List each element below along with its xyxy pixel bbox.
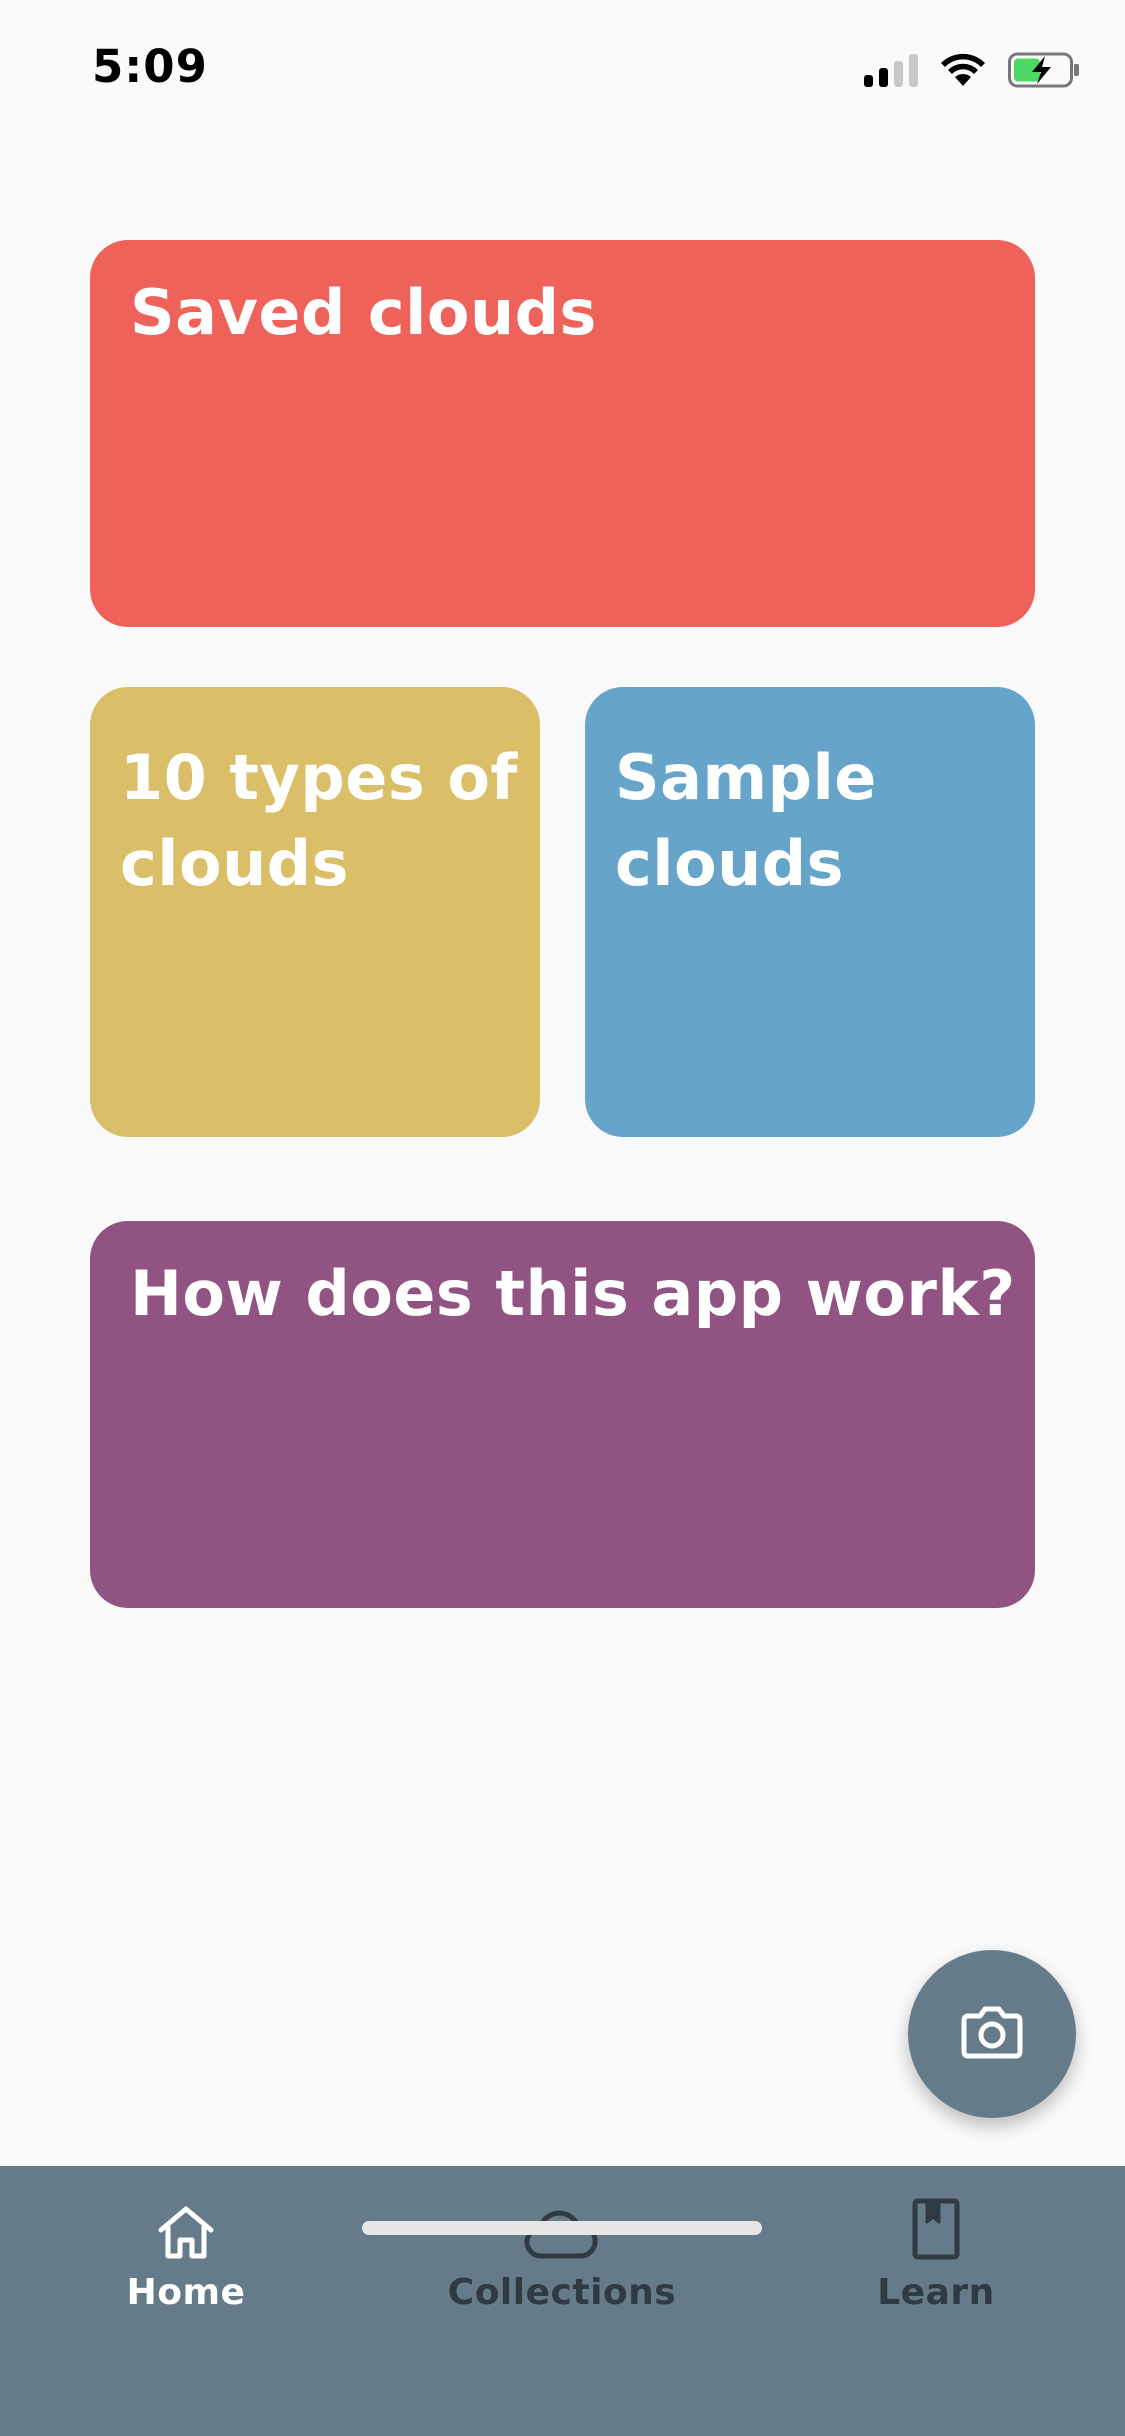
cellular-signal-icon — [864, 53, 918, 87]
sample-clouds-card[interactable]: Sample clouds — [585, 687, 1035, 1137]
sample-clouds-title-line2: clouds — [615, 827, 845, 900]
nav-item-home[interactable]: Home — [46, 2194, 326, 2313]
status-bar: 5:09 — [0, 0, 1125, 130]
cloud-types-title-line1: 10 types of — [120, 741, 518, 814]
book-icon — [911, 2194, 961, 2260]
sample-clouds-title: Sample clouds — [615, 735, 877, 907]
status-icons — [864, 50, 1080, 90]
nav-item-collections[interactable]: Collections — [422, 2194, 702, 2313]
camera-button[interactable] — [908, 1950, 1076, 2118]
camera-icon — [960, 2004, 1024, 2064]
home-indicator — [362, 2221, 762, 2235]
sample-clouds-title-line1: Sample — [615, 741, 877, 814]
cloud-icon — [524, 2194, 600, 2260]
how-app-works-card[interactable]: How does this app work? — [90, 1221, 1035, 1608]
cloud-types-title: 10 types of clouds — [120, 735, 518, 907]
bottom-navigation: Home Collections Learn — [0, 2166, 1125, 2436]
how-app-works-title: How does this app work? — [130, 1257, 1016, 1330]
saved-clouds-title: Saved clouds — [130, 276, 597, 349]
battery-charging-icon — [1008, 52, 1080, 88]
nav-label-collections: Collections — [447, 2272, 677, 2313]
nav-item-learn[interactable]: Learn — [796, 2194, 1076, 2313]
saved-clouds-card[interactable]: Saved clouds — [90, 240, 1035, 627]
cloud-types-card[interactable]: 10 types of clouds — [90, 687, 540, 1137]
nav-label-learn: Learn — [877, 2272, 995, 2313]
wifi-icon — [940, 53, 986, 87]
cloud-types-title-line2: clouds — [120, 827, 350, 900]
status-time: 5:09 — [92, 40, 208, 93]
home-icon — [156, 2194, 216, 2260]
nav-label-home: Home — [126, 2272, 246, 2313]
